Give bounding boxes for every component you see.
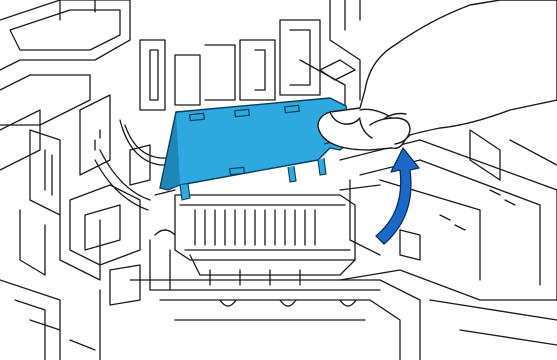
lift-arrow-icon bbox=[376, 148, 419, 244]
cover-plate-icon bbox=[160, 98, 352, 200]
hand-icon bbox=[318, 0, 557, 150]
